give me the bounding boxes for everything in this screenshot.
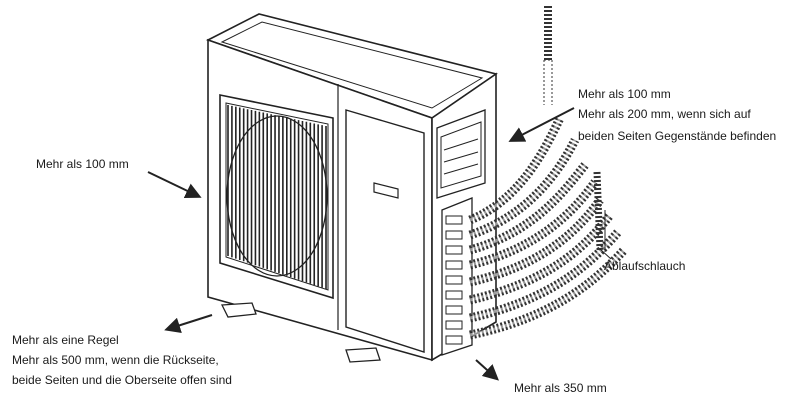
hose-highlight <box>469 181 597 267</box>
fan-grille-bars <box>227 105 327 289</box>
unit-top-inner <box>220 21 484 109</box>
hose-highlight <box>469 231 620 320</box>
vertical-pipe <box>543 6 553 105</box>
terminal-connector <box>445 215 463 225</box>
label-left-clearance: Mehr als 100 mm <box>36 157 129 171</box>
arrow-rear-clearance <box>164 314 213 333</box>
label-rear-rule-3: beide Seiten und die Oberseite offen sin… <box>12 373 232 387</box>
unit-foot-right <box>345 347 381 363</box>
control-line-3 <box>443 163 479 175</box>
label-rear-rule-2: Mehr als 500 mm, wenn die Rückseite, <box>12 353 219 367</box>
label-top-clearance-1: Mehr als 100 mm <box>578 87 671 101</box>
terminal-connector <box>445 230 463 240</box>
fan-circle <box>226 115 328 277</box>
terminal-connector <box>445 245 463 255</box>
fan-grille-frame <box>219 94 334 300</box>
hose-highlight <box>469 248 626 337</box>
unit-foot-left <box>220 302 257 318</box>
hose-highlight <box>469 139 577 237</box>
label-top-clearance-2: Mehr als 200 mm, wenn sich auf <box>578 107 751 121</box>
hose-highlight <box>469 214 612 302</box>
hose-highlight <box>469 164 587 252</box>
terminal-connectors <box>445 215 463 345</box>
label-front-clearance: Mehr als 350 mm <box>514 381 607 395</box>
service-panel <box>345 109 425 353</box>
label-drain-hose: Ablaufschlauch <box>604 259 686 273</box>
arrow-top-clearance <box>508 107 575 142</box>
terminal-connector <box>445 305 463 315</box>
label-rear-rule-1: Mehr als eine Regel <box>12 333 119 347</box>
fan-grille-inner <box>225 102 329 291</box>
hose-highlight <box>469 199 602 284</box>
control-line-1 <box>443 138 479 151</box>
drain-hose <box>593 171 612 260</box>
refrigerant-hoses <box>468 116 628 340</box>
hose-highlight <box>469 117 562 222</box>
terminal-connector <box>445 275 463 285</box>
arrow-front-clearance <box>475 359 499 381</box>
terminal-connector <box>445 290 463 300</box>
control-box <box>436 109 486 199</box>
arrow-left-clearance <box>147 171 202 199</box>
terminal-connector <box>445 335 463 345</box>
control-line-2 <box>443 151 479 163</box>
terminal-connector <box>445 320 463 330</box>
label-top-clearance-3: beiden Seiten Gegenstände befinden <box>578 129 777 143</box>
service-handle <box>373 182 399 199</box>
terminal-connector <box>445 260 463 270</box>
control-box-inner <box>440 121 482 189</box>
